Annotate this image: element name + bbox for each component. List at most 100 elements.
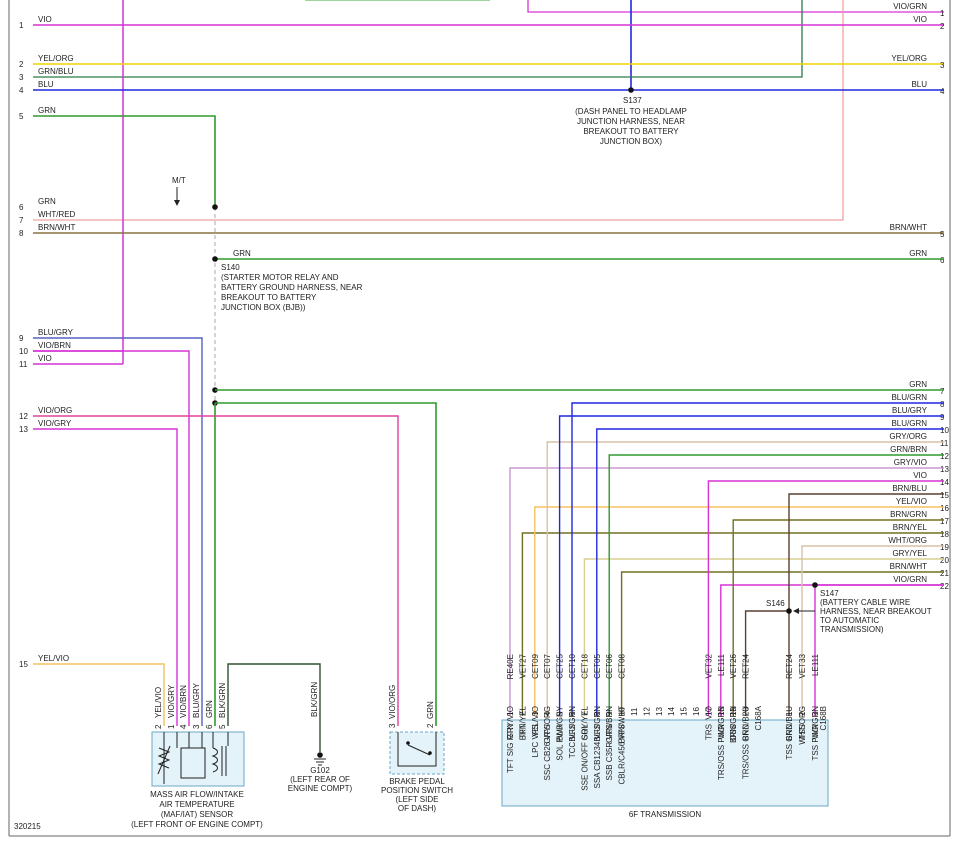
right-wire-label-16: YEL/VIO [896, 497, 927, 506]
right-wire-label-2: VIO [913, 15, 927, 24]
right-pin-16: 16 [940, 504, 949, 513]
right-wire-label-5: BRN/WHT [890, 223, 927, 232]
trans-b-function-2: TSS [798, 724, 807, 740]
left-pin-8: 8 [19, 229, 24, 238]
trans-wire-4 [546, 441, 944, 716]
s146-arrowhead [793, 608, 799, 614]
trans-pin-16: 16 [692, 707, 701, 716]
right-wire-label-6: GRN [909, 249, 927, 258]
maf-wire-label-3: BLU/GRY [192, 682, 201, 718]
s147-desc-2: HARNESS, NEAR BREAKOUT [820, 607, 932, 616]
bpp-name-4: OF DASH) [398, 804, 437, 813]
bpp-name-2: POSITION SWITCH [381, 786, 453, 795]
right-pin-12: 12 [940, 452, 949, 461]
trans-function-9: SSB C35R VFS [605, 724, 614, 780]
maf-wire-label-2: VIO/BRN [179, 685, 188, 718]
right-pin-7: 7 [940, 387, 945, 396]
right-wire-label-11: GRY/ORG [889, 432, 927, 441]
ground-wire-label: BLK/GRN [310, 682, 319, 717]
left-wire-label-4: BLU [38, 80, 54, 89]
trans-wire-5 [558, 415, 944, 716]
left-wire-label-15: YEL/VIO [38, 654, 69, 663]
transmission-name: 6F TRANSMISSION [629, 810, 702, 819]
bpp-wire-label-grn: GRN [426, 701, 435, 719]
trans-function-4: SSC CB26 VFS [543, 724, 552, 780]
ground-desc-1: (LEFT REAR OF [290, 775, 350, 784]
trans-wire-label-3: YEL/VIO [531, 706, 540, 737]
trans-function-17: TRS [704, 724, 713, 740]
right-wire-label-3: YEL/ORG [891, 54, 927, 63]
trans-wire-8 [596, 428, 944, 716]
maf-wire-vio-gry [33, 428, 178, 726]
trans-pin-13: 13 [655, 707, 664, 716]
trans-wire-label-20: BRN/BLU [742, 706, 751, 741]
left-pin-12: 12 [19, 412, 28, 421]
left-pin-10: 10 [19, 347, 28, 356]
trans-circuit-18: LE111 [717, 653, 726, 675]
trans-wire-9 [608, 454, 944, 716]
mt-label: M/T [172, 176, 186, 185]
right-pin-19: 19 [940, 543, 949, 552]
right-pin-20: 20 [940, 556, 949, 565]
trans-function-2: TFT [518, 724, 527, 739]
trans-circuit-6: CET10 [568, 653, 577, 678]
trans-b-wire-label-3: VIO/GRN [811, 706, 820, 740]
maf-pin-1: 1 [167, 724, 176, 729]
trans-pin-14: 14 [667, 707, 676, 716]
trans-wire-label-2: BRN/YEL [518, 705, 527, 740]
trans-circuit-19: VET26 [729, 653, 738, 678]
s147-dot [812, 582, 818, 588]
trans-function-10: CBLR/C456 VFS [618, 724, 627, 784]
trans-wire-label-9: GRN/BRN [605, 706, 614, 743]
right-wire-label-20: GRY/YEL [892, 549, 927, 558]
trans-function-5: SOL PWR [556, 724, 565, 761]
left-pin-3: 3 [19, 73, 24, 82]
left-wire-label-6: GRN [38, 197, 56, 206]
trans-circuit-3: CET09 [531, 653, 540, 678]
left-pin-6: 6 [19, 203, 24, 212]
grn-to-bpp [215, 402, 437, 726]
left-wire-label-11: VIO [38, 354, 52, 363]
maf-wire-yel-vio [33, 663, 165, 726]
left-pin-11: 11 [19, 360, 28, 369]
trans-pin-11: 11 [630, 707, 639, 716]
right-pin-2: 2 [940, 22, 945, 31]
trans-wire-17 [707, 480, 944, 716]
left-wire-label-3: GRN/BLU [38, 67, 74, 76]
trans-wire-label-18: VIO/GRN [717, 706, 726, 740]
left-pin-13: 13 [19, 425, 28, 434]
right-wire-label-8: BLU/GRN [891, 393, 927, 402]
left-pin-5: 5 [19, 112, 24, 121]
trans-pin-12: 12 [642, 707, 651, 716]
trans-pin-2: 2 [518, 711, 527, 716]
left-pin-1: 1 [19, 21, 24, 30]
vio-grn-top-wire [527, 0, 944, 13]
trans-pin-3: 3 [531, 711, 540, 716]
trans-function-7: SSE ON/OFF SOL [580, 723, 589, 790]
trans-b-circuit-1: RET24 [785, 653, 794, 678]
left-wire-label-9: BLU/GRY [38, 328, 74, 337]
trans-wire-label-5: BLU/GRY [556, 705, 565, 741]
s147-id: S147 [820, 589, 839, 598]
trans-wire-2 [521, 532, 944, 716]
trans-wire-label-7: GRY/YEL [580, 705, 589, 740]
left-pin-2: 2 [19, 60, 24, 69]
s137-dot [628, 87, 634, 93]
trans-wire-20 [744, 610, 789, 716]
right-pin-4: 4 [940, 87, 945, 96]
maf-pin-6: 6 [205, 724, 214, 729]
bpp-switch-box [389, 731, 445, 775]
right-wire-label-9: BLU/GRY [892, 406, 928, 415]
left-wire-label-1: VIO [38, 15, 52, 24]
trans-b-wire-label-2: WHT/ORG [798, 706, 807, 745]
trans-function-1: TFT SIG RTN [506, 724, 515, 773]
trans-wire-3 [534, 506, 944, 716]
bpp-wire-label-vio-org: VIO/ORG [388, 685, 397, 719]
trans-pin-6: 6 [568, 711, 577, 716]
trans-b-function-3: TSS PWR [811, 724, 820, 761]
s140-dot [212, 256, 218, 262]
s137-desc-2: JUNCTION HARNESS, NEAR [577, 117, 685, 126]
wht-org-tss [801, 545, 944, 716]
trans-pin-9: 9 [605, 711, 614, 716]
ground-icon [314, 758, 326, 766]
